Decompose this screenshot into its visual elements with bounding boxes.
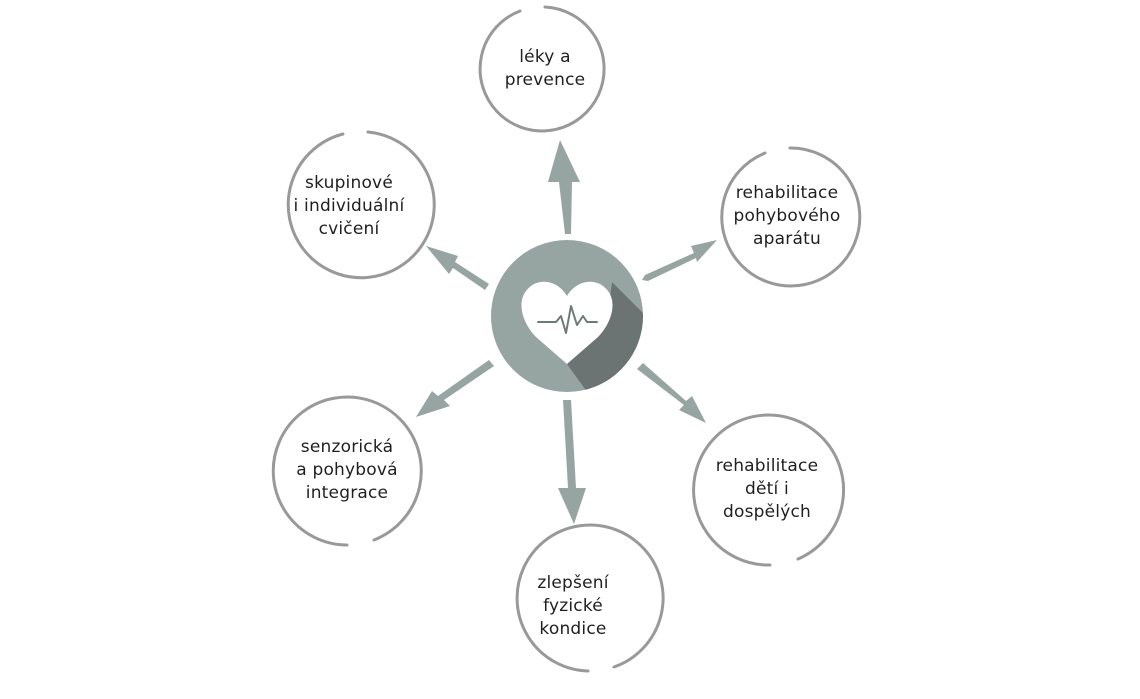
node-label-rehabilitace-deti-i-dospelych: rehabilitace dětí i dospělých bbox=[715, 455, 819, 522]
nodes-group bbox=[271, 5, 862, 673]
arrow-to-leky-a-prevence bbox=[548, 140, 580, 234]
node-circle-senzoricka-a-pohybova-integrace bbox=[271, 395, 423, 547]
node-circle-zlepseni-fyzicke-kondice bbox=[515, 523, 665, 673]
node-label-senzoricka-a-pohybova-integrace: senzorická a pohybová integrace bbox=[296, 436, 398, 503]
node-circle-skupinove-i-individualni-cviceni bbox=[286, 130, 436, 280]
ekg-pulse-icon bbox=[537, 305, 598, 334]
node-label-leky-a-prevence: léky a prevence bbox=[504, 47, 586, 90]
arrow-to-rehabilitace-pohyboveho-aparatu bbox=[642, 240, 717, 281]
node-circle-rehabilitace-deti-i-dospelych bbox=[692, 413, 846, 567]
center-icon bbox=[491, 240, 643, 392]
node-label-skupinove-i-individualni-cviceni: skupinové i individuální cvičení bbox=[293, 172, 405, 239]
node-circle-rehabilitace-pohyboveho-aparatu bbox=[720, 146, 862, 288]
arrow-to-senzoricka-a-pohybova-integrace bbox=[416, 360, 494, 417]
arrow-to-skupinove-i-individualni-cviceni bbox=[426, 246, 489, 290]
node-label-zlepseni-fyzicke-kondice: zlepšení fyzické kondice bbox=[537, 572, 609, 639]
arrows-group bbox=[416, 140, 717, 524]
node-label-rehabilitace-pohyboveho-aparatu: rehabilitace pohybového aparátu bbox=[733, 182, 841, 249]
arrow-to-rehabilitace-deti-i-dospelych bbox=[637, 363, 706, 423]
arrow-to-zlepseni-fyzicke-kondice bbox=[558, 400, 586, 524]
node-circle-leky-a-prevence bbox=[478, 5, 606, 133]
